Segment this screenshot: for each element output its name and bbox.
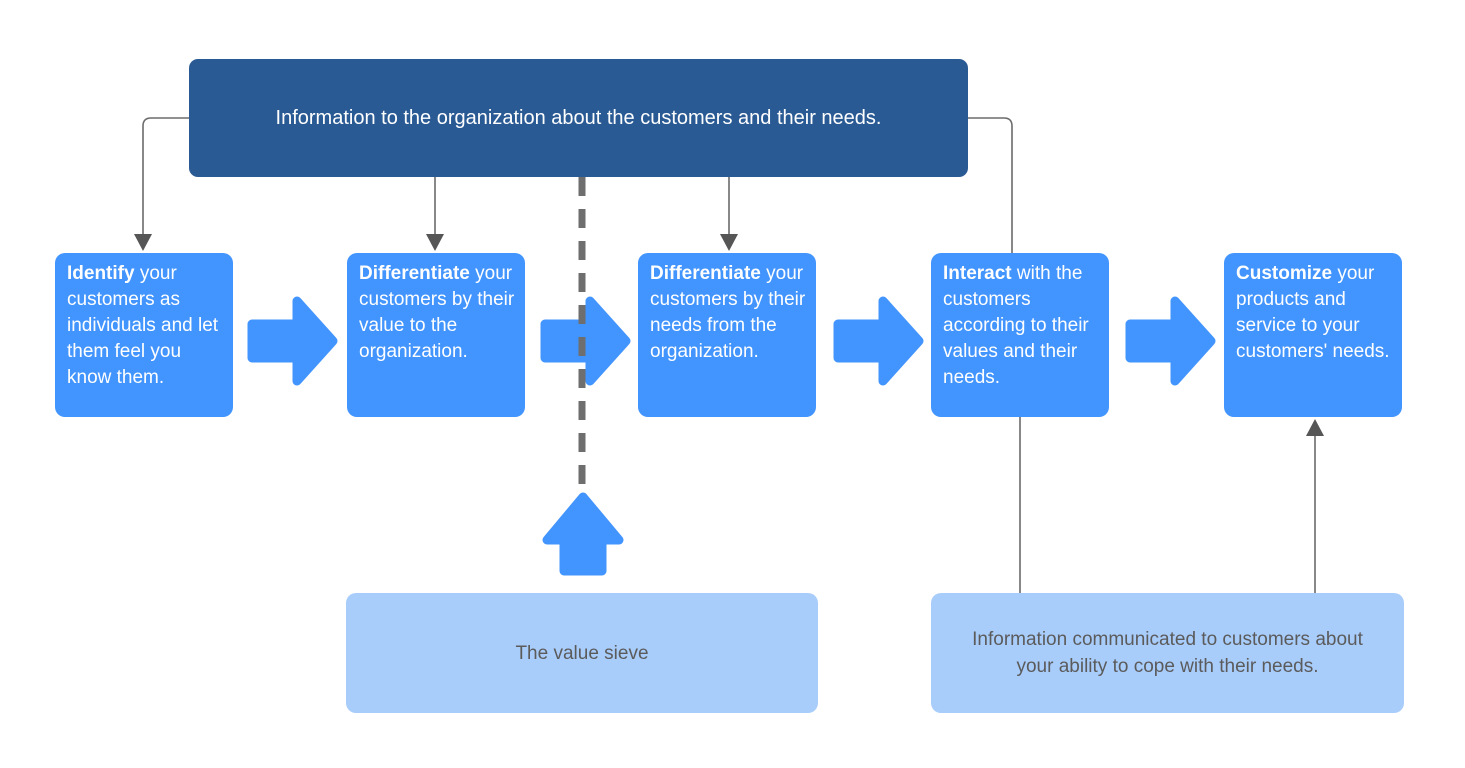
step-identify-box: Identify your customers as individuals a… bbox=[55, 253, 233, 417]
arrowhead-differentiate-needs-icon bbox=[720, 234, 738, 251]
step-text: your customers by their needs from the o… bbox=[650, 263, 806, 362]
step-text: your customers as individuals and let th… bbox=[67, 263, 219, 388]
step-interact-box: Interact with the customers according to… bbox=[931, 253, 1109, 417]
flow-arrow-1-icon bbox=[247, 296, 338, 386]
step-keyword: Identify bbox=[67, 263, 135, 284]
step-differentiate-value-box: Differentiate your customers by their va… bbox=[347, 253, 525, 417]
connector-top-to-identify bbox=[142, 117, 189, 234]
step-keyword: Interact bbox=[943, 263, 1012, 284]
step-keyword: Customize bbox=[1236, 263, 1333, 284]
step-keyword: Differentiate bbox=[359, 263, 470, 284]
info-to-organization-box: Information to the organization about th… bbox=[189, 59, 968, 177]
step-keyword: Differentiate bbox=[650, 263, 761, 284]
flow-arrow-4-icon bbox=[1125, 296, 1216, 386]
step-differentiate-needs-box: Differentiate your customers by their ne… bbox=[638, 253, 816, 417]
flow-arrow-3-icon bbox=[833, 296, 924, 386]
feedback-to-customers-text: Information communicated to customers ab… bbox=[972, 629, 1363, 677]
value-sieve-box: The value sieve bbox=[346, 593, 818, 713]
arrowhead-customize-icon bbox=[1306, 419, 1324, 436]
step-text: your products and service to your custom… bbox=[1236, 263, 1390, 362]
arrowhead-identify-icon bbox=[134, 234, 152, 251]
info-to-organization-text: Information to the organization about th… bbox=[275, 106, 882, 129]
step-text: your customers by their value to the org… bbox=[359, 263, 515, 362]
value-sieve-text: The value sieve bbox=[515, 642, 649, 664]
feedback-to-customers-box: Information communicated to customers ab… bbox=[931, 593, 1404, 713]
step-text: with the customers according to their va… bbox=[943, 263, 1089, 388]
arrowhead-differentiate-value-icon bbox=[426, 234, 444, 251]
connector-interact-to-top bbox=[968, 117, 1013, 253]
step-customize-box: Customize your products and service to y… bbox=[1224, 253, 1402, 417]
value-sieve-up-arrow-icon bbox=[542, 492, 624, 576]
